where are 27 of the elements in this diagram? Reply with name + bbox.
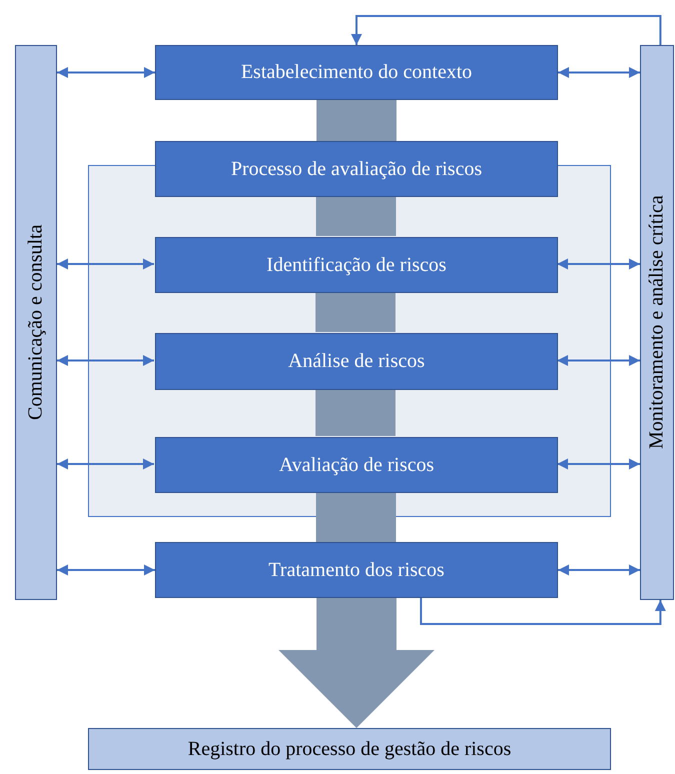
double-arrow <box>57 564 155 576</box>
side-bar: Monitoramento e análise crítica <box>640 45 674 600</box>
process-box: Processo de avaliação de riscos <box>155 141 558 197</box>
process-box: Avaliação de riscos <box>155 437 558 493</box>
double-arrow <box>558 564 640 576</box>
process-box: Tratamento dos riscos <box>155 542 558 598</box>
flow-band <box>316 492 396 542</box>
flow-band <box>316 292 396 332</box>
process-box: Estabelecimento do contexto <box>155 45 558 100</box>
feedback-arrow <box>420 598 666 625</box>
flow-band <box>316 100 396 141</box>
double-arrow <box>558 67 640 78</box>
double-arrow <box>57 355 154 366</box>
record-bar: Registro do processo de gestão de riscos <box>88 728 611 770</box>
double-arrow <box>557 355 640 366</box>
double-arrow <box>57 67 155 78</box>
side-bar: Comunicação e consulta <box>15 45 57 600</box>
process-box: Identificação de riscos <box>155 237 558 293</box>
double-arrow <box>557 458 640 470</box>
double-arrow <box>57 458 154 470</box>
process-box: Análise de riscos <box>155 333 558 390</box>
double-arrow <box>557 258 640 270</box>
flow-band <box>316 197 396 236</box>
double-arrow <box>57 258 154 270</box>
flow-arrow <box>278 598 434 728</box>
flow-band <box>316 389 396 436</box>
feedback-arrow <box>351 15 662 45</box>
